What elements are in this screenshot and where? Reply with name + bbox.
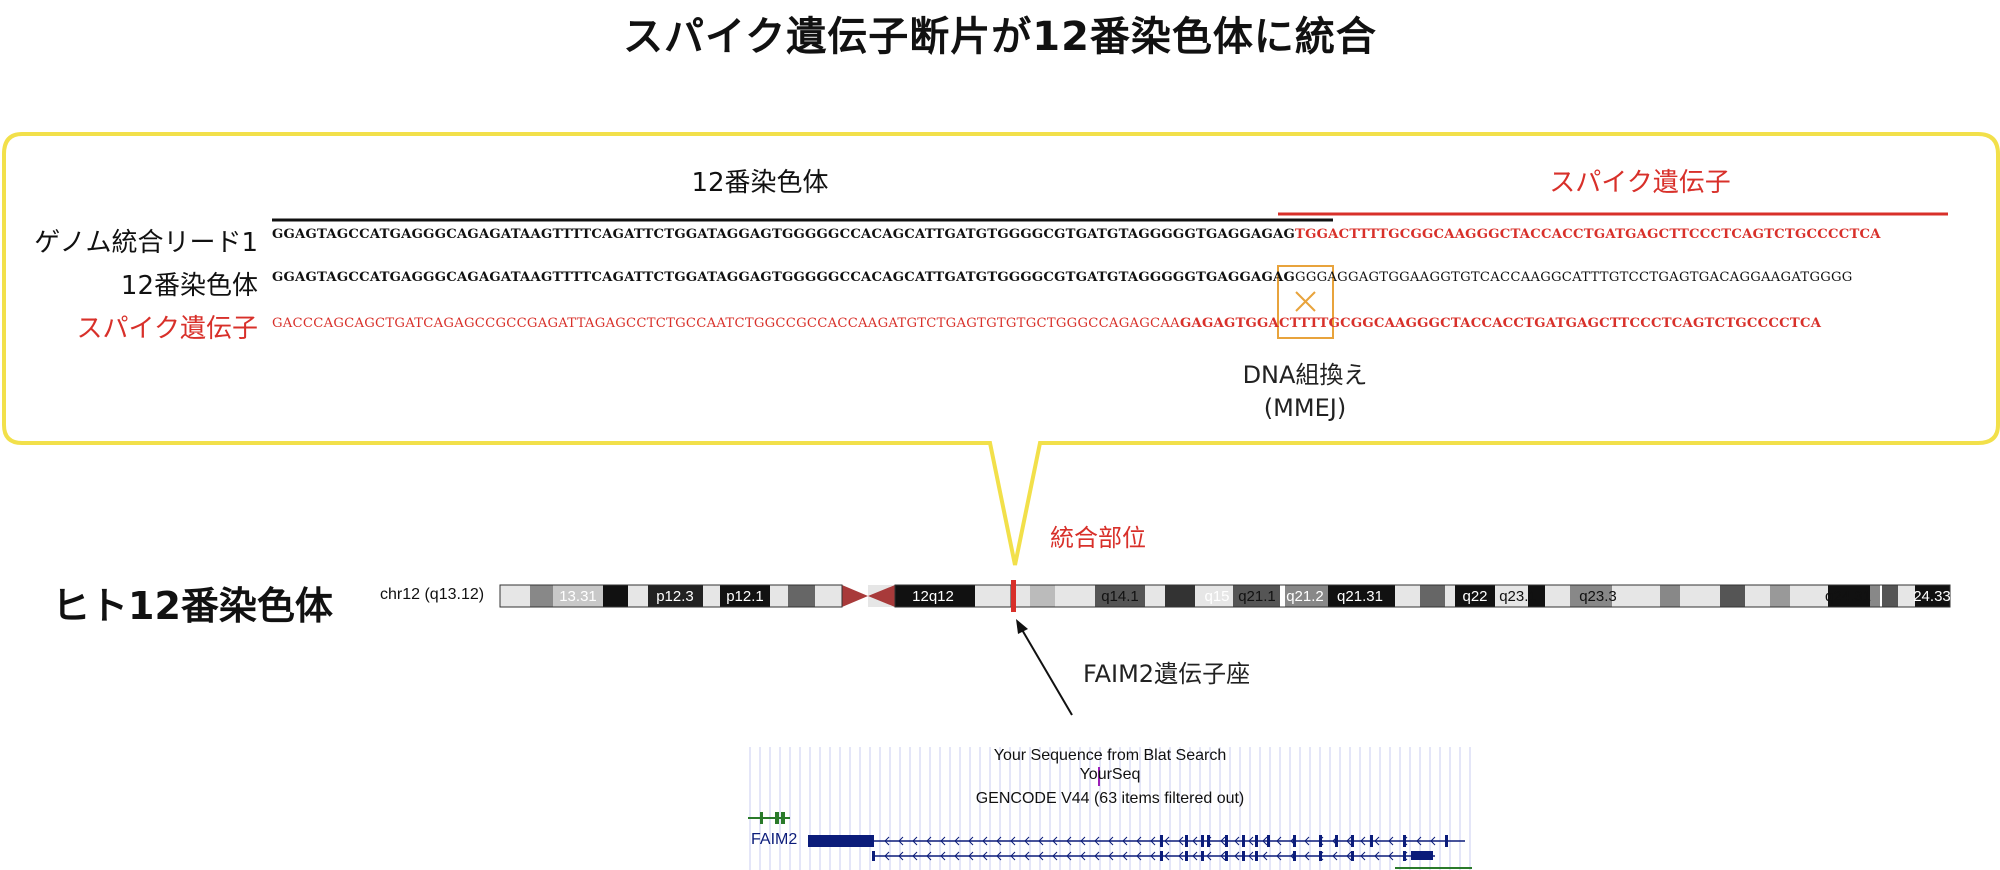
recombination-mechanism: (MMEJ) [1263,394,1347,422]
genome-browser-tracks [748,747,1472,870]
band-label: 13.31 [559,588,597,605]
band-label: 12q12 [912,588,954,605]
band-label: q23.3 [1579,588,1617,605]
page-title: スパイク遺伝子断片が12番染色体に統合 [623,14,1377,60]
faim2-transcript-2 [872,851,1435,861]
sequence-segment: TGGACTTTTGCGGCAAGGGCTACCACCTGATGAGCTTCCC… [1295,227,1881,242]
recombination-label: DNA組換え [1242,361,1368,389]
gencode-track-label: GENCODE V44 (63 items filtered out) [975,790,1245,807]
band-label: q21.1 [1238,588,1276,605]
callout-bubble [2,132,2000,566]
row-label-chr12: 12番染色体 [120,271,258,301]
band-label: q24.31 [1825,588,1871,605]
sequence-segment: GAGAGTGGACTTTTGCGGCAAGGGCTACCACCTGATGAGC… [1179,316,1822,331]
recombination-box [1277,265,1334,339]
band-label: q21.2 [1286,588,1324,605]
sequence-row-read1: GGAGTAGCCATGAGGGCAGAGATAAGTTTTCAGATTCTGG… [272,227,1881,242]
band-label: q23.1 [1499,588,1537,605]
band-label: q22 [1462,588,1487,605]
band-label: p12.1 [726,588,764,605]
chromosome-title: ヒト12番染色体 [52,584,333,628]
sequence-segment: GGAGTAGCCATGAGGGCAGAGATAAGTTTTCAGATTCTGG… [272,227,1296,242]
blat-track-label: Your Sequence from Blat Search [993,747,1227,764]
row-label-read1: ゲノム統合リード1 [34,228,258,258]
blat-hit-marker [1098,767,1100,786]
integration-site-marker [1011,580,1016,612]
small-gene-icon [748,812,790,824]
faim2-locus-label: FAIM2遺伝子座 [1083,660,1251,688]
locus-arrow [1016,619,1073,716]
genome-browser: Your Sequence from Blat Search YourSeq G… [745,747,1475,870]
band-label: p12.3 [656,588,694,605]
sequence-row-spike: GACCCAGCAGCTGATCAGAGCCGCCGAGATTAGAGCCTCT… [272,316,1821,331]
band-label: q21.31 [1337,588,1383,605]
cross-icon [1295,291,1316,312]
band-label: q14.1 [1101,588,1139,605]
chr12-header: 12番染色体 [691,168,829,198]
band-label: q15 [1204,588,1229,605]
sequence-segment: GACCCAGCAGCTGATCAGAGCCGCCGAGATTAGAGCCTCT… [272,316,1180,331]
sequence-row-chr12: GGAGTAGCCATGAGGGCAGAGATAAGTTTTCAGATTCTGG… [272,270,1853,285]
sequence-segment: GGGAGGAGTGGAAGGTGTCACCAAGGCATTTGTCCTGAGT… [1295,270,1853,285]
band-label: 24.33 [1913,588,1951,605]
row-label-spike: スパイク遺伝子 [76,314,258,344]
spike-header: スパイク遺伝子 [1549,168,1731,198]
integration-site-label: 統合部位 [1050,524,1146,552]
chromosome-label: chr12 (q13.12) [380,586,485,603]
faim2-gene-label: FAIM2 [751,831,798,848]
faim2-transcript-1 [808,835,1465,847]
sequence-segment: GGAGTAGCCATGAGGGCAGAGATAAGTTTTCAGATTCTGG… [272,270,1296,285]
yourseq-label: YourSeq [1079,766,1141,783]
